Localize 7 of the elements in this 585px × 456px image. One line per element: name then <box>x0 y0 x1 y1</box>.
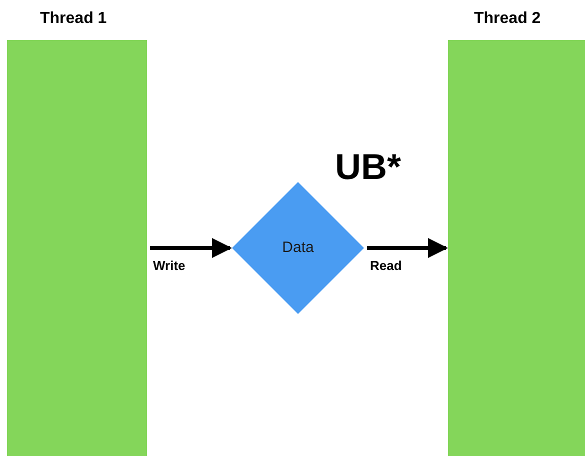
data-diamond <box>232 182 364 314</box>
annotation-text: UB* <box>335 145 402 189</box>
column-heading: Thread 2 <box>474 9 541 29</box>
node-label: Data <box>282 238 314 258</box>
arrow <box>367 238 448 258</box>
arrow <box>150 238 232 258</box>
column-heading: Thread 1 <box>40 9 107 29</box>
